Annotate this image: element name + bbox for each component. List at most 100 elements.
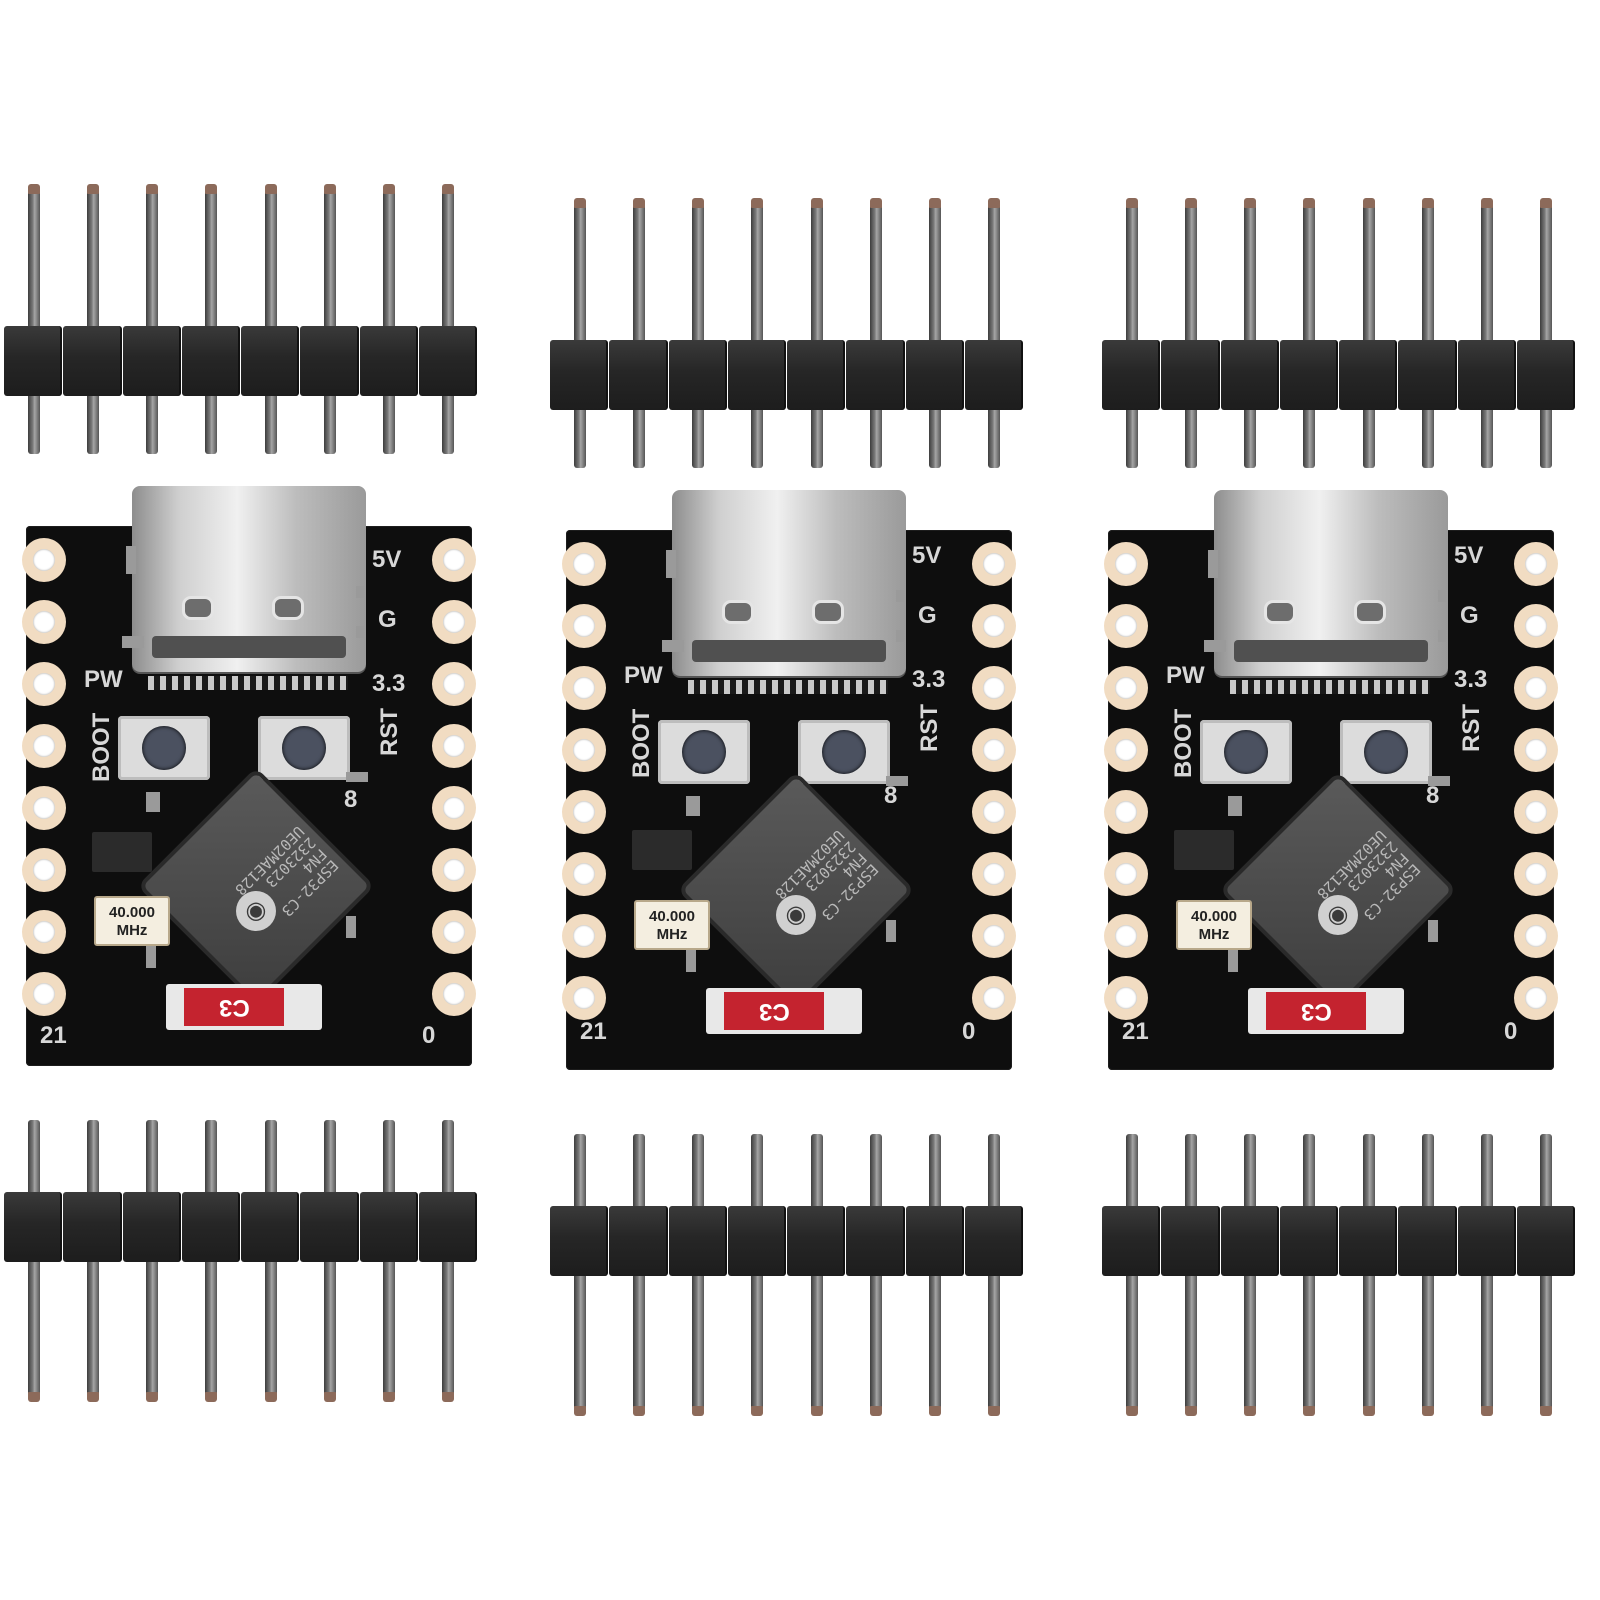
castellated-pad — [22, 972, 66, 1016]
antenna-label: C3 — [218, 994, 250, 1021]
header-segment — [964, 340, 1023, 410]
castellated-pad — [562, 666, 606, 710]
silk-21: 21 — [40, 1022, 67, 1049]
header-pin — [810, 198, 823, 468]
castellated-pad — [972, 728, 1016, 772]
header-pin — [751, 198, 764, 468]
smd-component — [1208, 550, 1218, 578]
castellated-pad — [432, 786, 476, 830]
crystal-unit: MHz — [116, 922, 148, 939]
smd-component — [886, 920, 896, 942]
header-pin — [1303, 198, 1316, 468]
silk-boot: BOOT — [628, 708, 655, 778]
castellated-pad — [1104, 914, 1148, 958]
header-segment — [668, 1206, 727, 1276]
smd-component — [1438, 630, 1446, 642]
header-segment — [300, 1192, 359, 1262]
regulator — [1174, 830, 1234, 870]
header-segment — [1161, 340, 1220, 410]
silk-21: 21 — [580, 1018, 607, 1045]
castellated-pad — [1514, 728, 1558, 772]
castellated-pad — [1514, 790, 1558, 834]
header-segment — [418, 1192, 477, 1262]
castellated-pad — [22, 848, 66, 892]
usb-c-connector — [672, 490, 906, 676]
antenna-label: C3 — [1300, 998, 1332, 1025]
smd-component — [1438, 590, 1446, 602]
castellated-pad — [1104, 542, 1148, 586]
smd-component — [346, 916, 356, 938]
castellated-pad — [972, 914, 1016, 958]
header-segment — [63, 326, 122, 396]
castellated-pad — [432, 724, 476, 768]
header-pin — [1540, 198, 1553, 468]
header-segment — [1279, 1206, 1338, 1276]
silk-pw: PW — [84, 666, 123, 693]
castellated-pad — [972, 604, 1016, 648]
crystal-freq: 40.000 — [1191, 908, 1237, 925]
silk-rst: RST — [1458, 704, 1485, 752]
castellated-pad — [432, 538, 476, 582]
header-pin — [1481, 198, 1494, 468]
header-segment — [1516, 340, 1575, 410]
regulator — [92, 832, 152, 872]
header-segment — [1516, 1206, 1575, 1276]
reset-button — [798, 720, 890, 784]
castellated-pad — [1514, 542, 1558, 586]
castellated-pad — [432, 662, 476, 706]
silk-rst: RST — [376, 708, 403, 756]
castellated-pad — [972, 542, 1016, 586]
silk-5v: 5V — [372, 546, 402, 573]
boot-button — [118, 716, 210, 780]
header-segment — [787, 1206, 846, 1276]
silk-3v3: 3.3 — [372, 670, 406, 697]
castellated-pad — [562, 542, 606, 586]
silk-8: 8 — [1426, 782, 1440, 809]
header-segment — [668, 340, 727, 410]
castellated-pad — [562, 976, 606, 1020]
header-segment — [609, 340, 668, 410]
silk-g: G — [378, 606, 397, 633]
smd-component — [686, 950, 696, 972]
castellated-pad — [22, 600, 66, 644]
castellated-pad — [1514, 852, 1558, 896]
espressif-logo-icon: ◉ — [776, 895, 816, 935]
header-pin — [988, 198, 1001, 468]
castellated-pad — [22, 910, 66, 954]
castellated-pad — [972, 852, 1016, 896]
silk-boot: BOOT — [1170, 708, 1197, 778]
smd-component — [1428, 920, 1438, 942]
silk-boot: BOOT — [88, 712, 115, 782]
smd-component — [896, 590, 904, 602]
smd-component — [346, 772, 368, 782]
header-pin — [383, 184, 396, 454]
castellated-pad — [972, 976, 1016, 1020]
ceramic-antenna: C3 — [1248, 988, 1404, 1034]
pin-header-top-2 — [550, 198, 1050, 490]
esp32-c3-board-2: 5V G PW 3.3 BOOT RST 8 21 0 ESP32-C3 FN4… — [562, 490, 1016, 1070]
castellated-pad — [562, 790, 606, 834]
smd-component — [1228, 796, 1242, 816]
castellated-pad — [562, 728, 606, 772]
header-pin — [27, 184, 40, 454]
castellated-pad — [22, 786, 66, 830]
header-segment — [1279, 340, 1338, 410]
pin-header-top-1 — [4, 184, 504, 476]
header-segment — [905, 340, 964, 410]
header-segment — [1398, 340, 1457, 410]
crystal-freq: 40.000 — [109, 904, 155, 921]
smd-component — [356, 626, 364, 638]
pin-header-bottom-2 — [550, 1134, 1050, 1424]
header-segment — [418, 326, 477, 396]
header-segment — [63, 1192, 122, 1262]
smd-component — [886, 776, 908, 786]
header-pin — [1125, 198, 1138, 468]
header-segment — [609, 1206, 668, 1276]
header-segment — [964, 1206, 1023, 1276]
smd-component — [662, 640, 684, 652]
header-pin — [1421, 198, 1434, 468]
header-segment — [1102, 340, 1161, 410]
header-pin — [264, 184, 277, 454]
ceramic-antenna: C3 — [166, 984, 322, 1030]
